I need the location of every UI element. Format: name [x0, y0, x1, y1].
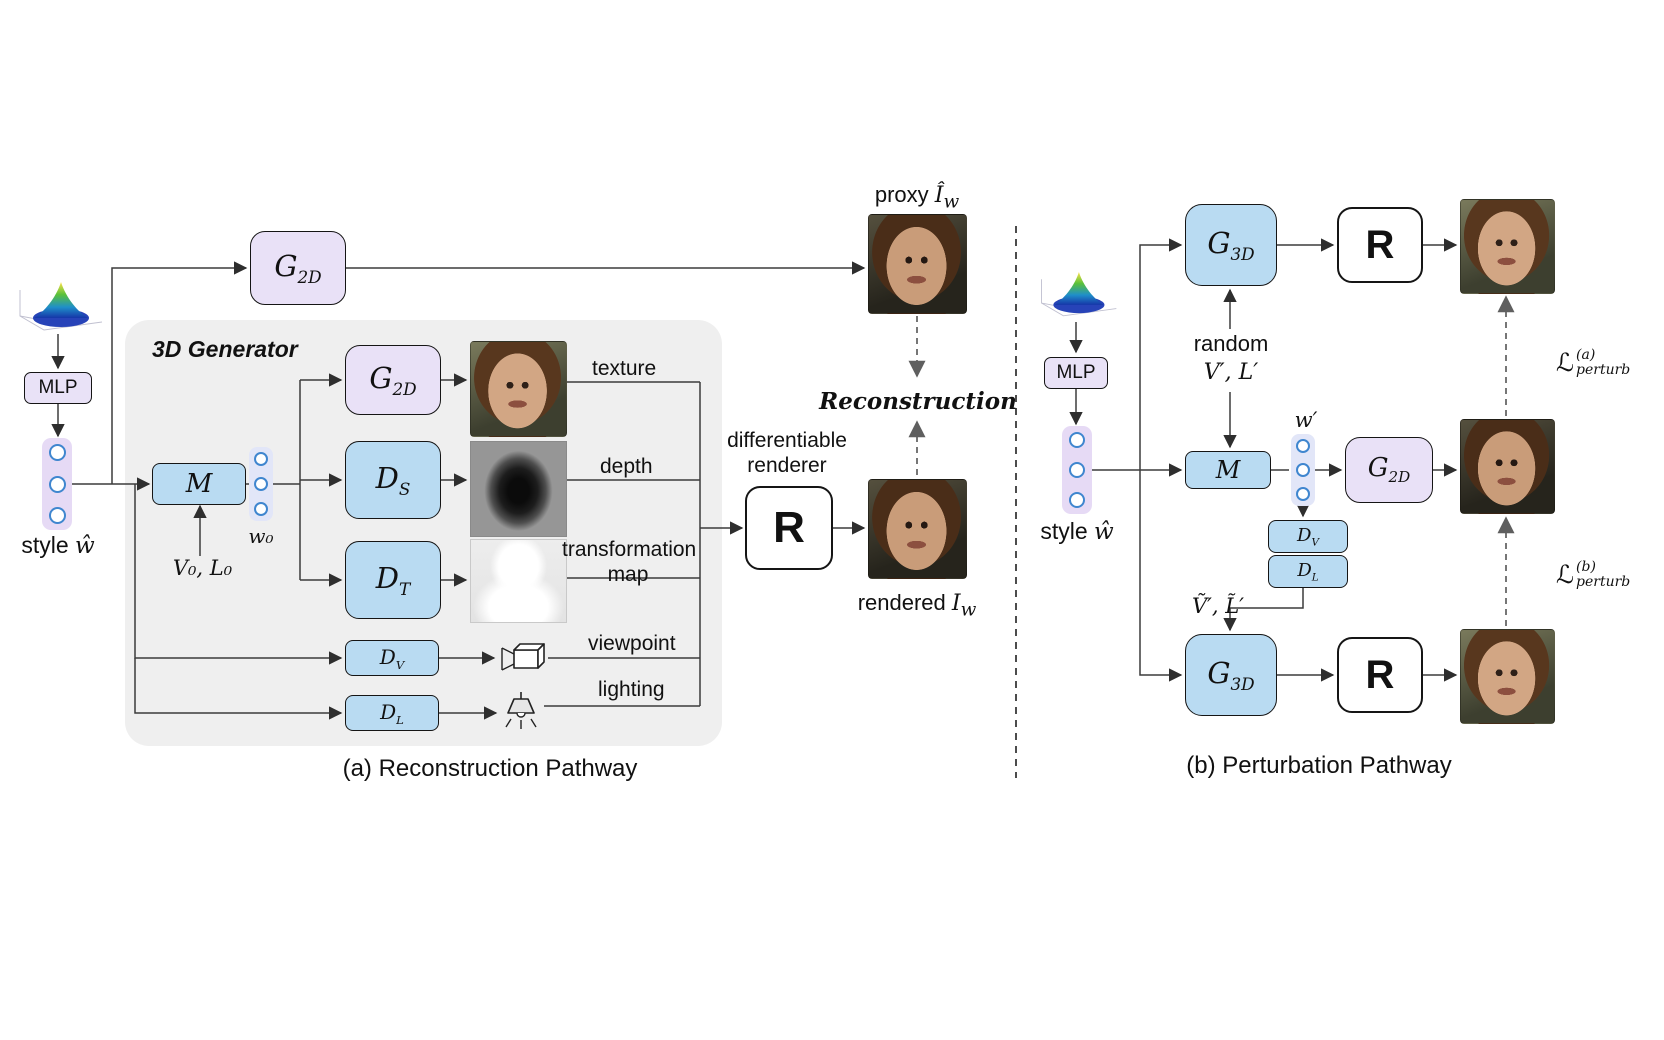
g3d-generator-top-box: G3D	[1185, 204, 1277, 286]
g2d-generator-top-box: G2D	[250, 231, 346, 305]
style-vector-label-left: style ŵ	[21, 532, 95, 559]
rendered-face-image	[868, 479, 967, 579]
latent-dot	[1069, 462, 1085, 478]
lighting-decoder-box-left: DL	[345, 695, 439, 731]
latent-dot	[1296, 439, 1310, 453]
gaussian-distribution-icon	[14, 276, 106, 334]
w-prime-label: w′	[1294, 408, 1318, 432]
latent-dot	[48, 475, 66, 493]
viewpoint-decoder-box-right: DV	[1268, 520, 1348, 553]
rendered-image-label: rendered Iw	[857, 590, 977, 621]
depth-map-image	[470, 441, 567, 537]
perturbation-loss-a-label: ℒ(a)perturb	[1556, 347, 1631, 378]
transformation-decoder-box: DT	[345, 541, 441, 619]
perturbed-face-image-middle	[1460, 419, 1555, 514]
initial-viewpoint-lighting-label: V₀, L₀	[172, 556, 233, 580]
style-vector-dots-right	[1062, 426, 1092, 514]
renderer-box-top-right: R	[1337, 207, 1423, 283]
renderer-box-left: R	[745, 486, 833, 570]
latent-dot	[1069, 432, 1085, 448]
latent-dot	[254, 502, 268, 516]
proxy-image-label: proxy Îw	[874, 182, 960, 213]
mlp-box-left: MLP	[24, 372, 92, 404]
differentiable-renderer-label: differentiable renderer	[727, 429, 847, 478]
viewpoint-label: viewpoint	[588, 632, 676, 655]
w0-label: w₀	[248, 524, 274, 548]
lamp-icon	[500, 690, 542, 736]
perturbed-face-image-bottom	[1460, 629, 1555, 724]
latent-dot	[1296, 487, 1310, 501]
w-prime-vector-dots	[1291, 434, 1315, 506]
proxy-face-image	[868, 214, 967, 314]
caption-reconstruction-pathway: (a) Reconstruction Pathway	[342, 755, 638, 782]
latent-dot	[1069, 492, 1085, 508]
3d-generator-panel-title: 3D Generator	[152, 336, 298, 362]
latent-dot	[48, 444, 66, 461]
texture-map-image	[470, 341, 567, 437]
gaussian-distribution-icon-right	[1036, 266, 1120, 320]
caption-perturbation-pathway: (b) Perturbation Pathway	[1186, 752, 1452, 779]
lighting-decoder-box-right: DL	[1268, 555, 1348, 588]
perturbed-face-image-top	[1460, 199, 1555, 294]
g2d-generator-inner-box: G2D	[345, 345, 441, 415]
w0-vector-dots	[249, 447, 273, 521]
latent-dot	[254, 452, 268, 466]
shape-decoder-box: DS	[345, 441, 441, 519]
mapping-network-box-left: M	[152, 463, 246, 505]
renderer-box-bottom-right: R	[1337, 637, 1423, 713]
camera-icon	[498, 638, 548, 678]
latent-dot	[1296, 463, 1310, 477]
viewpoint-decoder-box-left: DV	[345, 640, 439, 676]
depth-label: depth	[600, 455, 653, 478]
g2d-generator-box-right: G2D	[1345, 437, 1433, 503]
perturbation-loss-b-label: ℒ(b)perturb	[1556, 559, 1631, 590]
latent-dot	[254, 477, 268, 491]
transformation-map-label: transformation map	[562, 538, 697, 587]
predicted-viewpoint-lighting-label: Ṽ′, L̃′	[1192, 594, 1244, 618]
mapping-network-box-right: M	[1185, 451, 1271, 489]
reconstruction-label: Reconstruction	[819, 388, 1017, 415]
latent-dot	[48, 507, 66, 524]
style-vector-label-right: style ŵ	[1040, 518, 1114, 545]
texture-label: texture	[592, 357, 657, 380]
mlp-box-right: MLP	[1044, 357, 1108, 389]
transformation-map-image	[470, 539, 567, 623]
random-inputs-label: random V′, L′	[1193, 331, 1269, 386]
lighting-label: lighting	[598, 678, 665, 701]
g3d-generator-bottom-box: G3D	[1185, 634, 1277, 716]
style-vector-dots-left	[42, 438, 72, 530]
